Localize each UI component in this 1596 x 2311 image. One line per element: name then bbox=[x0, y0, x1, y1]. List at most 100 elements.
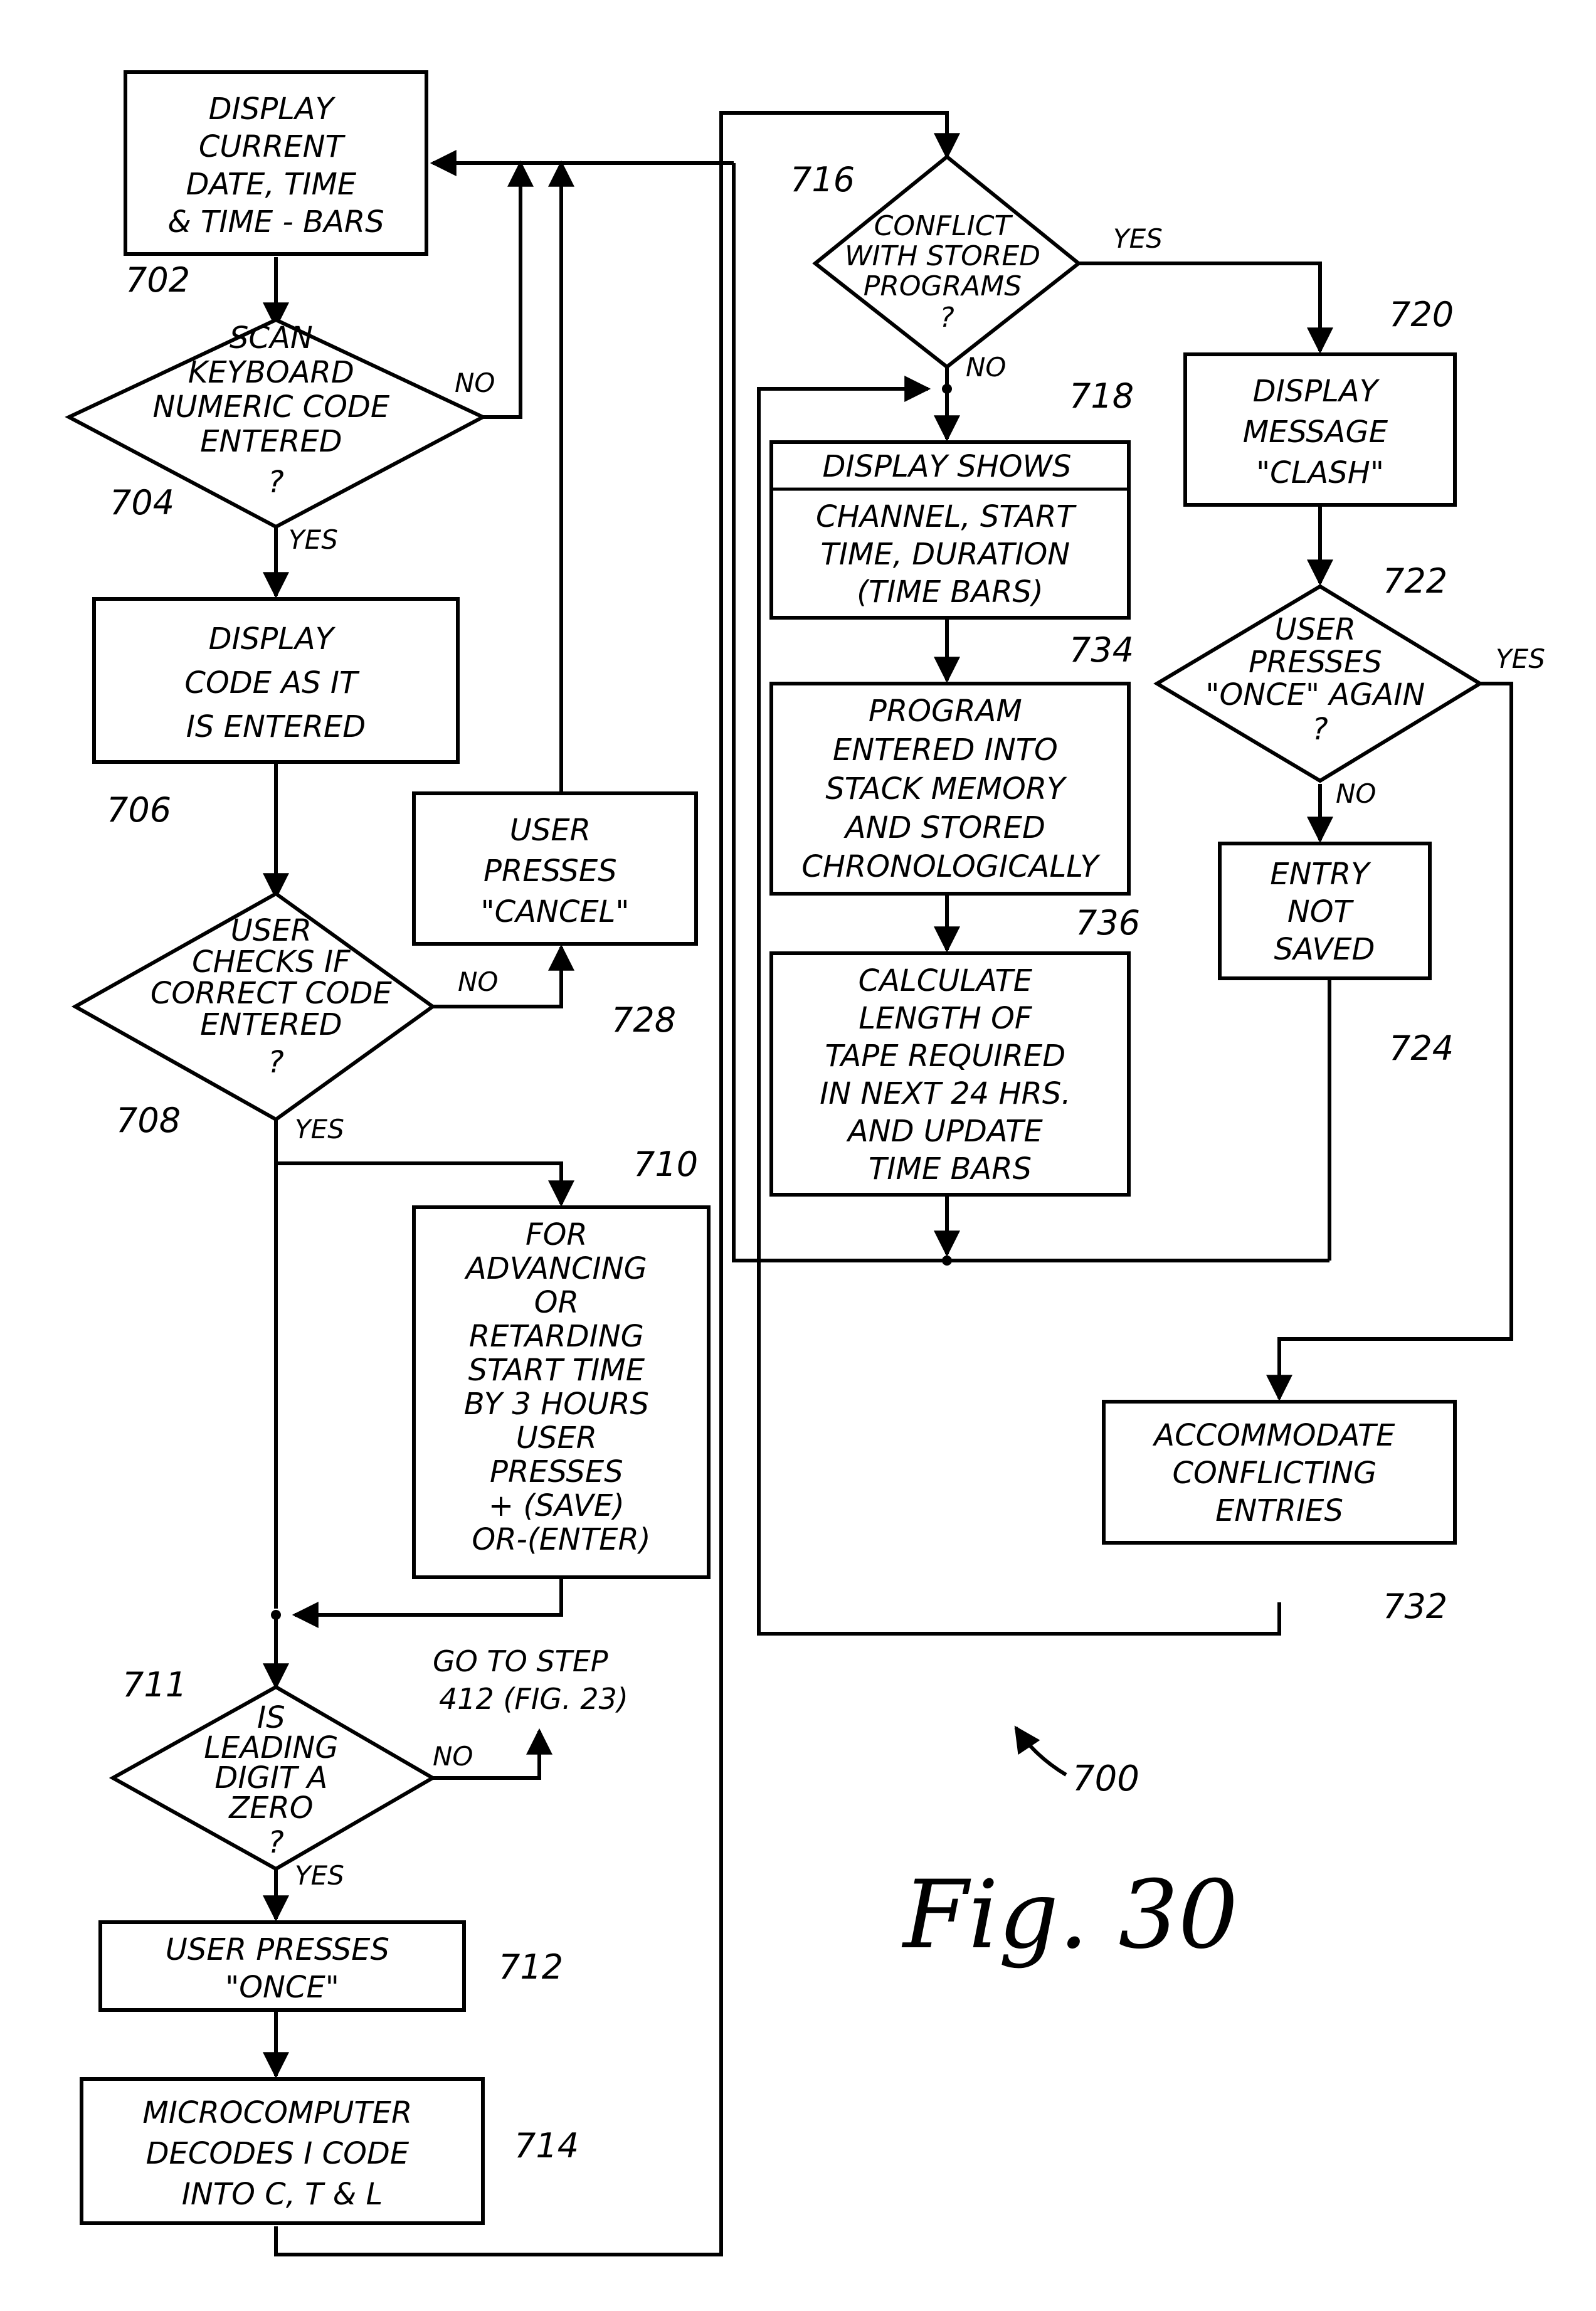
line: TIME, DURATION bbox=[821, 537, 1070, 572]
line: AND UPDATE bbox=[846, 1114, 1044, 1149]
line: TIME BARS bbox=[869, 1151, 1032, 1187]
line: OR bbox=[534, 1285, 579, 1320]
line: CHECKS IF bbox=[192, 944, 351, 980]
line: ENTERED bbox=[200, 424, 342, 459]
ref-734: 734 bbox=[1069, 630, 1134, 670]
line: FOR bbox=[526, 1217, 588, 1252]
label-no-711: NO bbox=[433, 1741, 473, 1772]
line: ? bbox=[939, 302, 954, 334]
box-706-text: DISPLAY CODE AS IT IS ENTERED bbox=[184, 621, 367, 744]
line: NUMERIC CODE bbox=[153, 389, 390, 425]
label-no-716: NO bbox=[966, 352, 1006, 383]
ref-716: 716 bbox=[790, 160, 855, 199]
box-732-accommodate: ACCOMMODATE CONFLICTING ENTRIES bbox=[1104, 1402, 1455, 1543]
junction-dot bbox=[942, 384, 952, 394]
decision-708-check-code: USER CHECKS IF CORRECT CODE ENTERED ? bbox=[75, 894, 433, 1119]
box-710-advance-retard: FOR ADVANCING OR RETARDING START TIME BY… bbox=[414, 1207, 709, 1577]
box-734-program-entered: PROGRAM ENTERED INTO STACK MEMORY AND ST… bbox=[771, 684, 1129, 894]
label-goto-fig: 412 (FIG. 23) bbox=[439, 1682, 628, 1716]
line: USER bbox=[516, 1420, 597, 1456]
figure-label: Fig. 30 bbox=[901, 1861, 1238, 1970]
flowchart-nodes: DISPLAY CURRENT DATE, TIME & TIME - BARS… bbox=[69, 72, 1480, 2223]
ref-714: 714 bbox=[514, 2126, 579, 2166]
line: (TIME BARS) bbox=[857, 574, 1044, 610]
box-714-microcomputer-decodes: MICROCOMPUTER DECODES I CODE INTO C, T &… bbox=[82, 2079, 483, 2223]
ref-724: 724 bbox=[1389, 1029, 1454, 1068]
line: TAPE REQUIRED bbox=[825, 1039, 1066, 1074]
box-714-text: MICROCOMPUTER DECODES I CODE INTO C, T &… bbox=[142, 2095, 421, 2212]
ref-710: 710 bbox=[633, 1145, 698, 1184]
box-710-text: FOR ADVANCING OR RETARDING START TIME BY… bbox=[464, 1217, 659, 1557]
line: "CANCEL" bbox=[481, 894, 630, 929]
line: CHRONOLOGICALLY bbox=[801, 849, 1101, 884]
line: MICROCOMPUTER bbox=[142, 2095, 412, 2130]
line: ENTRIES bbox=[1215, 1493, 1343, 1528]
line: ZERO bbox=[228, 1790, 313, 1826]
ref-732: 732 bbox=[1383, 1587, 1447, 1626]
line: NOT bbox=[1287, 894, 1355, 929]
decision-711-leading-zero: IS LEADING DIGIT A ZERO ? bbox=[113, 1687, 433, 1869]
line: KEYBOARD bbox=[188, 355, 354, 390]
line: DISPLAY bbox=[209, 621, 336, 657]
line: INTO C, T & L bbox=[182, 2177, 383, 2212]
ref-718: 718 bbox=[1069, 376, 1134, 416]
line: PRESSES bbox=[1249, 645, 1382, 680]
line: BY 3 HOURS bbox=[464, 1387, 649, 1422]
line: & TIME - BARS bbox=[167, 204, 384, 240]
ref-711: 711 bbox=[122, 1665, 187, 1705]
line: CORRECT CODE bbox=[151, 976, 393, 1011]
ref-728: 728 bbox=[611, 1000, 676, 1040]
line: LENGTH OF bbox=[859, 1001, 1033, 1036]
box-736-calculate-length: CALCULATE LENGTH OF TAPE REQUIRED IN NEX… bbox=[771, 953, 1129, 1195]
line: CHANNEL, START bbox=[816, 499, 1077, 534]
line: DISPLAY bbox=[1253, 374, 1380, 409]
line: USER bbox=[231, 913, 312, 948]
label-goto-step: GO TO STEP bbox=[433, 1644, 608, 1678]
line: DECODES I CODE bbox=[146, 2136, 410, 2171]
line: AND STORED bbox=[843, 810, 1045, 845]
label-yes-711: YES bbox=[295, 1860, 344, 1891]
line: PRESSES bbox=[484, 854, 617, 889]
line: PRESSES bbox=[490, 1454, 623, 1489]
box-720-text: DISPLAY MESSAGE "CLASH" bbox=[1243, 374, 1398, 490]
line: CODE AS IT bbox=[184, 665, 360, 701]
box-712-user-presses-once: USER PRESSES "ONCE" bbox=[100, 1922, 464, 2010]
ref-706: 706 bbox=[107, 790, 171, 830]
label-no-704: NO bbox=[455, 368, 495, 398]
box-724-entry-not-saved: ENTRY NOT SAVED bbox=[1220, 843, 1430, 978]
line: "CLASH" bbox=[1256, 455, 1384, 490]
label-yes-704: YES bbox=[288, 524, 338, 555]
line: IS ENTERED bbox=[186, 709, 366, 744]
line: USER bbox=[510, 813, 591, 848]
ref-736: 736 bbox=[1075, 903, 1140, 943]
line: SAVED bbox=[1274, 932, 1375, 967]
line: START TIME bbox=[468, 1353, 645, 1388]
edge-716-yes bbox=[1079, 263, 1320, 351]
line: ? bbox=[268, 465, 283, 500]
line: USER PRESSES bbox=[166, 1932, 389, 1967]
line: + (SAVE) bbox=[489, 1488, 625, 1523]
edge-708-710 bbox=[276, 1163, 561, 1204]
line: IN NEXT 24 HRS. bbox=[820, 1076, 1071, 1111]
box-702-display-date-time: DISPLAY CURRENT DATE, TIME & TIME - BARS bbox=[125, 72, 426, 254]
line: MESSAGE bbox=[1243, 415, 1388, 450]
line: USER bbox=[1275, 612, 1356, 647]
line: OR-(ENTER) bbox=[472, 1522, 650, 1557]
ref-708: 708 bbox=[116, 1101, 181, 1140]
line: PROGRAM bbox=[869, 694, 1022, 729]
line: CONFLICTING bbox=[1172, 1456, 1377, 1491]
box-706-display-code: DISPLAY CODE AS IT IS ENTERED bbox=[94, 599, 458, 762]
box-718-display-shows: DISPLAY SHOWS CHANNEL, START TIME, DURAT… bbox=[771, 442, 1129, 618]
line: CONFLICT bbox=[874, 210, 1013, 242]
label-yes-708: YES bbox=[295, 1114, 344, 1145]
line: WITH STORED bbox=[845, 240, 1040, 272]
decision-716-text: CONFLICT WITH STORED PROGRAMS ? bbox=[845, 210, 1049, 334]
box-728-user-cancel: USER PRESSES "CANCEL" bbox=[414, 793, 696, 944]
line: CURRENT bbox=[199, 129, 346, 164]
box-720-display-clash: DISPLAY MESSAGE "CLASH" bbox=[1185, 354, 1455, 505]
line: DISPLAY bbox=[209, 92, 336, 127]
decision-722-presses-once-again: USER PRESSES "ONCE" AGAIN ? bbox=[1157, 586, 1480, 781]
line: CALCULATE bbox=[859, 963, 1033, 998]
line: ? bbox=[1312, 712, 1328, 747]
